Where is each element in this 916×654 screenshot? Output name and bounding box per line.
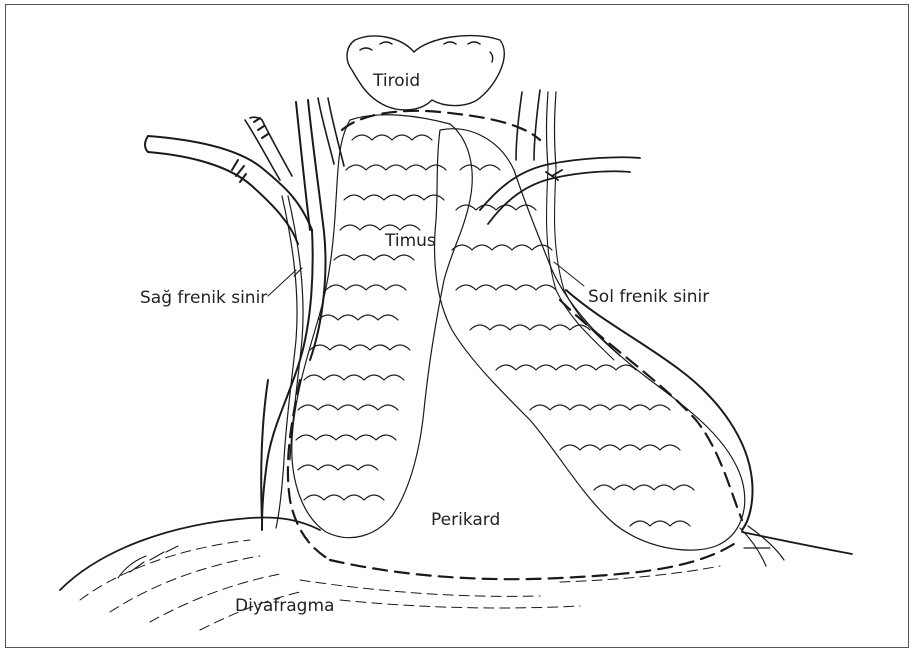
pericardium-outline <box>261 290 752 530</box>
right-vessels <box>145 98 344 530</box>
label-diyafragma: Diyafragma <box>235 598 334 615</box>
diaphragm-hatching <box>80 540 720 630</box>
label-tiroid: Tiroid <box>373 73 420 90</box>
label-sol-frenik-sinir: Sol frenik sinir <box>588 289 709 306</box>
diaphragm-fibers <box>118 546 178 578</box>
label-timus: Timus <box>385 233 436 250</box>
left-vessels <box>480 90 640 224</box>
left-phrenic-nerve <box>546 168 620 360</box>
thyroid-gland <box>347 36 504 110</box>
pericardial-dashed-boundary <box>288 111 742 579</box>
label-leader-lines <box>268 262 584 296</box>
label-sag-frenik-sinir: Sağ frenik sinir <box>140 290 267 307</box>
label-perikard: Perikard <box>431 512 500 529</box>
thymus-gland <box>292 115 745 550</box>
